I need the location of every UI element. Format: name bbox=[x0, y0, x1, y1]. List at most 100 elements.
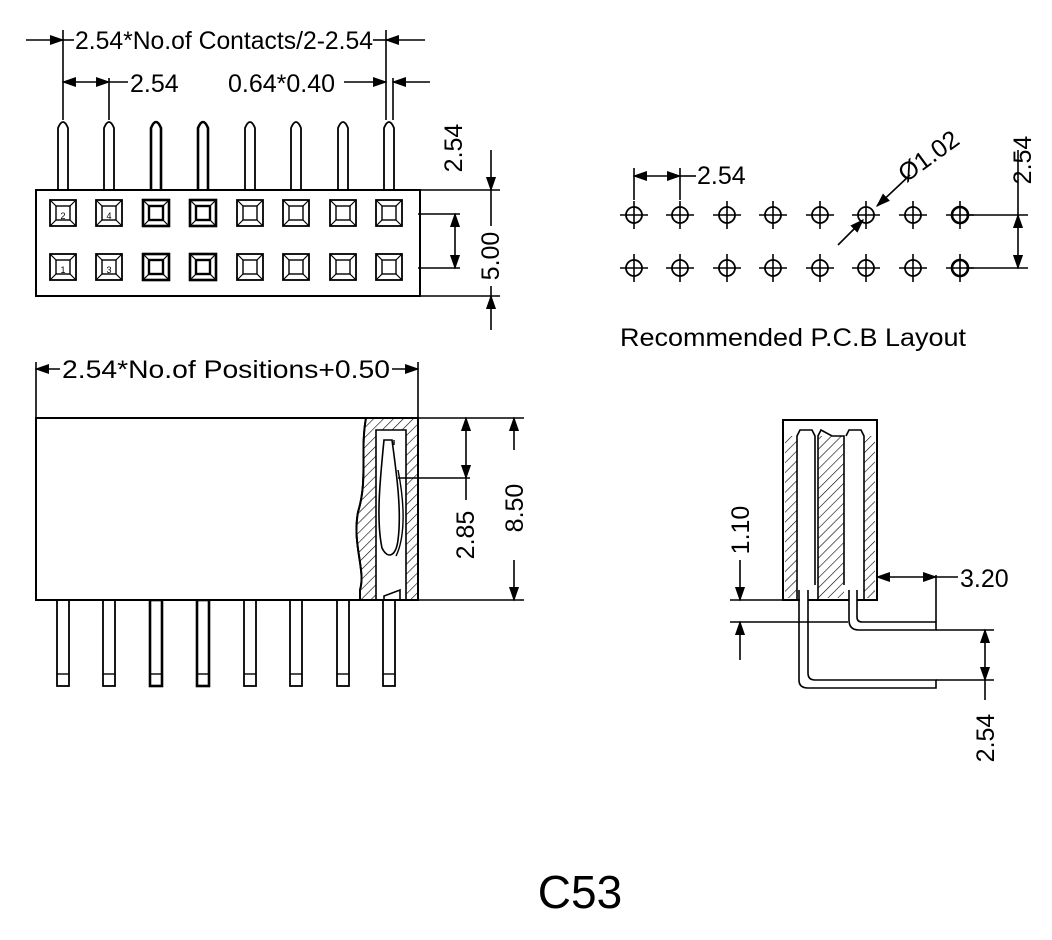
pin-number-2: 2 bbox=[60, 211, 65, 221]
contact-bevel bbox=[302, 273, 310, 281]
pcb-hole bbox=[852, 254, 880, 282]
contact-bevel bbox=[69, 273, 77, 281]
contact-bevel bbox=[236, 273, 244, 281]
top-view-pin-numbers: 2 4 1 3 bbox=[60, 211, 111, 275]
dim-end-standoff: 1.10 bbox=[727, 506, 755, 555]
contact-bevel bbox=[69, 219, 77, 227]
end-view-dimensions bbox=[730, 560, 994, 700]
side-pin-body bbox=[382, 599, 396, 687]
part-code: C53 bbox=[538, 866, 622, 918]
side-pin bbox=[148, 598, 164, 688]
side-view bbox=[35, 417, 470, 688]
pcb-hole bbox=[713, 254, 741, 282]
contact-cell bbox=[375, 199, 403, 227]
contact-cell bbox=[282, 199, 310, 227]
contact-inner bbox=[101, 259, 117, 275]
contact-bevel bbox=[115, 253, 123, 261]
side-pin bbox=[56, 599, 70, 687]
contact-bevel bbox=[329, 253, 337, 261]
contact-bevel bbox=[69, 253, 77, 261]
contact-inner bbox=[101, 205, 117, 221]
contact-bevel bbox=[115, 219, 123, 227]
contact-bevel bbox=[256, 219, 264, 227]
contact-bevel bbox=[189, 199, 197, 207]
contact-bevel bbox=[236, 253, 244, 261]
top-pin bbox=[244, 121, 256, 190]
contact-bevel bbox=[329, 219, 337, 227]
contact-cell bbox=[188, 198, 218, 228]
contact-bevel bbox=[189, 219, 197, 227]
side-view-dimensions bbox=[34, 362, 524, 602]
pcb-hole bbox=[899, 201, 927, 229]
contact-bevel bbox=[349, 219, 357, 227]
pcb-hole bbox=[713, 201, 741, 229]
contact-bevel bbox=[395, 219, 403, 227]
pcb-hole bbox=[806, 254, 834, 282]
contact-bevel bbox=[209, 273, 217, 281]
pcb-layout bbox=[620, 150, 1028, 282]
dim-top-row-pitch: 2.54 bbox=[440, 124, 468, 173]
contact-inner bbox=[242, 205, 258, 221]
contact-cell bbox=[329, 199, 357, 227]
dim-end-offset: 3.20 bbox=[960, 565, 1009, 593]
contact-bevel bbox=[236, 199, 244, 207]
side-pin-body bbox=[56, 599, 70, 687]
contact-bevel bbox=[49, 253, 57, 261]
side-pin-body bbox=[148, 598, 164, 688]
contact-bevel bbox=[236, 219, 244, 227]
contact-inner bbox=[288, 205, 304, 221]
pcb-hole bbox=[759, 254, 787, 282]
contact-cell bbox=[329, 253, 357, 281]
contact-cell bbox=[49, 199, 77, 227]
contact-inner bbox=[288, 259, 304, 275]
contact-bevel bbox=[375, 273, 383, 281]
contact-bevel bbox=[349, 273, 357, 281]
pcb-holes bbox=[620, 201, 974, 282]
side-pin bbox=[243, 599, 257, 687]
top-pin bbox=[57, 121, 69, 190]
contact-bevel bbox=[189, 253, 197, 261]
contact-bevel bbox=[329, 199, 337, 207]
top-view-dimension-labels: 2.54*No.of Contacts/2-2.54 2.54 0.64*0.4… bbox=[75, 27, 505, 280]
contact-cell bbox=[188, 252, 218, 282]
top-view-body bbox=[35, 189, 421, 297]
side-view-contact bbox=[378, 439, 401, 556]
dim-pin-size: 0.64*0.40 bbox=[228, 70, 335, 98]
pcb-hole bbox=[666, 254, 694, 282]
contact-bevel bbox=[395, 273, 403, 281]
contact-bevel bbox=[162, 273, 170, 281]
dim-pcb-pitch: 2.54 bbox=[697, 162, 746, 190]
top-pin bbox=[337, 121, 349, 190]
contact-bevel bbox=[115, 199, 123, 207]
pcb-layout-labels: 2.54 Ø1.02 2.54 Recommended P.C.B Layout bbox=[620, 125, 1037, 352]
pcb-hole bbox=[852, 201, 880, 229]
contact-bevel bbox=[142, 199, 150, 207]
contact-bevel bbox=[49, 219, 57, 227]
contact-bevel bbox=[209, 253, 217, 261]
contact-cell bbox=[236, 199, 264, 227]
contact-bevel bbox=[162, 199, 170, 207]
contact-bevel bbox=[189, 273, 197, 281]
pin-number-1: 1 bbox=[60, 265, 65, 275]
contact-bevel bbox=[349, 253, 357, 261]
side-view-pins bbox=[56, 598, 396, 688]
dim-top-pitch: 2.54 bbox=[130, 70, 179, 98]
top-pin bbox=[290, 121, 302, 190]
contact-bevel bbox=[142, 273, 150, 281]
side-pin bbox=[382, 599, 396, 687]
contact-inner bbox=[194, 258, 212, 276]
contact-cell bbox=[282, 253, 310, 281]
contact-inner bbox=[381, 259, 397, 275]
end-view-pin-short bbox=[848, 590, 937, 631]
side-pin-body bbox=[289, 599, 303, 687]
dim-side-contact-depth: 2.85 bbox=[452, 511, 480, 560]
contact-bevel bbox=[349, 199, 357, 207]
dim-end-row-pitch: 2.54 bbox=[972, 714, 1000, 763]
pcb-caption: Recommended P.C.B Layout bbox=[620, 324, 966, 352]
contact-bevel bbox=[95, 253, 103, 261]
contact-bevel bbox=[282, 219, 290, 227]
side-pin-body bbox=[336, 599, 350, 687]
contact-bevel bbox=[282, 253, 290, 261]
top-pin bbox=[196, 120, 210, 190]
